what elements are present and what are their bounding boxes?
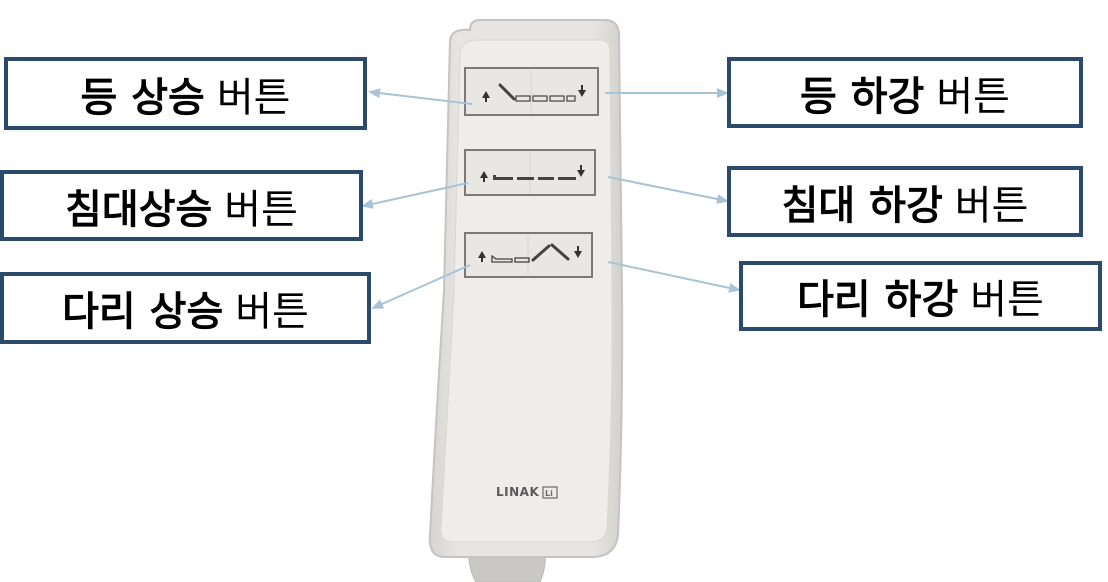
leg-button-pad[interactable] — [464, 232, 593, 278]
bed-flat-icon — [493, 175, 576, 180]
label-leg-down-normal: 버튼 — [970, 277, 1044, 323]
label-leg-up-bold: 다리 상승 — [62, 289, 224, 335]
label-bed-down-bold: 침대 하강 — [781, 182, 943, 229]
svg-text:Li: Li — [545, 489, 553, 498]
label-back-up-bold: 등 상승 — [80, 74, 205, 121]
arrow-bed-up — [361, 182, 469, 209]
arrow-leg-up — [371, 264, 471, 309]
label-back-down-bold: 등 하강 — [800, 73, 925, 120]
down-arrow-icon — [578, 85, 586, 97]
remote-brand-logo: LINAK — [496, 485, 540, 499]
arrow-leg-down — [607, 261, 741, 293]
arrow-back-up — [368, 88, 473, 105]
label-back-down-normal: 버튼 — [936, 73, 1010, 120]
up-arrow-icon — [480, 171, 488, 182]
down-arrow-icon — [574, 246, 582, 258]
label-back-up-normal: 버튼 — [216, 74, 291, 121]
label-bed-up-normal: 버튼 — [224, 186, 298, 233]
label-bed-up-bold: 침대상승 — [65, 186, 213, 233]
bed-button-pad[interactable] — [464, 149, 596, 196]
up-arrow-icon — [478, 251, 486, 262]
bed-leg-tilt-icon — [491, 243, 570, 263]
down-arrow-icon — [577, 165, 585, 177]
up-arrow-icon — [482, 91, 490, 102]
label-leg-down-bold: 다리 하강 — [797, 277, 959, 323]
arrow-bed-down — [607, 176, 729, 204]
bed-back-tilt-icon — [498, 83, 576, 102]
label-leg-up-normal: 버튼 — [235, 289, 309, 335]
linak-badge-icon: Li — [542, 486, 558, 499]
back-button-pad[interactable] — [464, 67, 599, 116]
label-bed-down-normal: 버튼 — [954, 182, 1029, 229]
